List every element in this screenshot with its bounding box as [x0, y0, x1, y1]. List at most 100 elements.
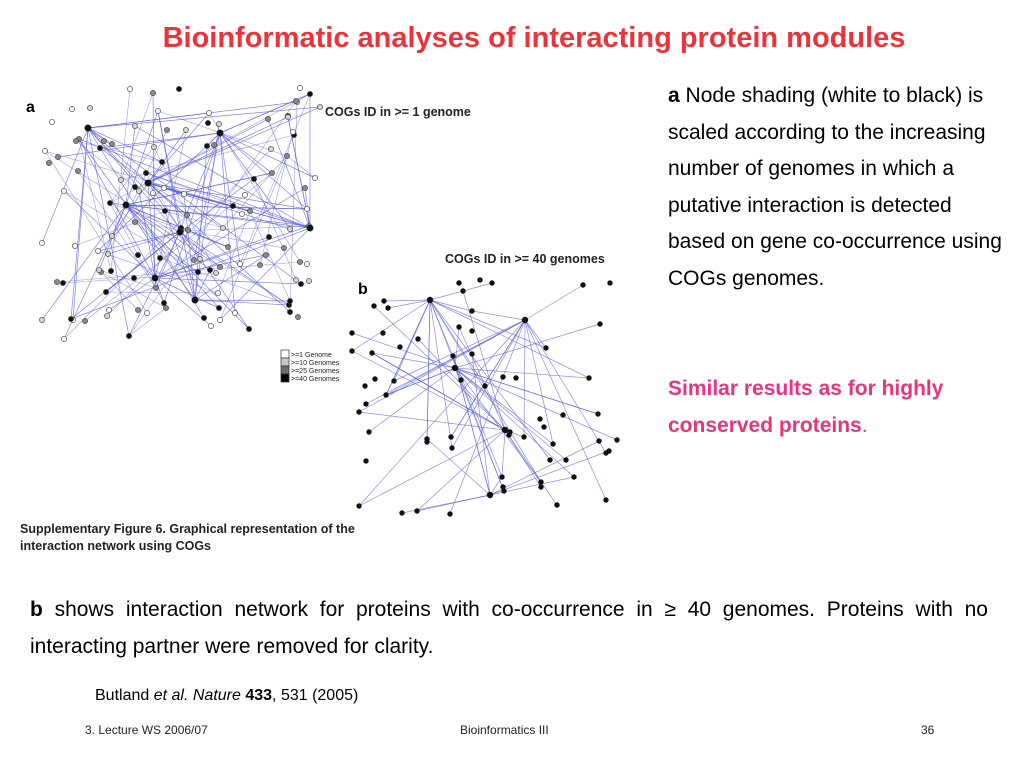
- network-b-edge: [524, 319, 547, 349]
- network-a-edge: [109, 202, 199, 273]
- network-a-node: [239, 211, 245, 217]
- network-a-edge: [128, 231, 181, 337]
- network-b-edge: [417, 338, 506, 431]
- network-a-node: [287, 309, 293, 315]
- network-b-node: [596, 438, 602, 444]
- network-a-edge: [70, 227, 311, 320]
- network-a-node: [109, 141, 115, 147]
- network-b-hub: [521, 316, 529, 324]
- network-b-node: [469, 328, 475, 334]
- network-a-edge: [77, 170, 157, 289]
- network-a-node: [217, 264, 223, 270]
- network-a-edge: [111, 182, 149, 237]
- network-a-edge: [153, 146, 217, 274]
- network-a-edge: [87, 127, 205, 319]
- network-b-node: [537, 416, 543, 422]
- network-a-edge: [154, 277, 165, 304]
- network-a-node: [293, 277, 299, 283]
- network-b-edge: [454, 367, 542, 483]
- network-a-edge: [219, 132, 273, 174]
- network-a-edge: [155, 132, 221, 289]
- network-a-node: [61, 336, 67, 342]
- network-b-edge: [429, 299, 473, 312]
- network-a-edge: [253, 178, 297, 281]
- network-a-node: [73, 138, 79, 144]
- network-a-edge: [219, 227, 311, 321]
- network-b-node: [460, 288, 466, 294]
- network-b-edge: [454, 367, 575, 478]
- network-b-edge: [351, 299, 431, 352]
- network-b-node: [366, 429, 372, 435]
- network-a-node: [284, 153, 290, 159]
- network-a-edge: [78, 138, 112, 272]
- network-a-node: [302, 185, 308, 191]
- legend-label-25: >=25 Genomes: [291, 368, 340, 375]
- network-b-node: [469, 308, 475, 314]
- network-b-node: [456, 280, 462, 286]
- network-a-edge: [72, 127, 89, 321]
- network-b-edge: [504, 429, 542, 488]
- network-a-node: [132, 184, 138, 190]
- network-a-edge: [41, 127, 89, 244]
- network-b-hub: [501, 426, 509, 434]
- network-a-node: [297, 85, 303, 91]
- network-a-node: [42, 148, 48, 154]
- network-b-nodes: [349, 277, 620, 517]
- network-a-edge: [87, 127, 163, 163]
- network-a-node: [136, 188, 142, 194]
- slide-title: Bioinformatic analyses of interacting pr…: [162, 22, 906, 54]
- legend-swatch-1: [280, 349, 290, 359]
- network-b-edge: [454, 367, 618, 441]
- network-b-edge: [351, 332, 456, 369]
- network-a-node: [109, 233, 115, 239]
- network-b-edge: [429, 299, 542, 483]
- figure-caption: Supplementary Figure 6. Graphical repres…: [20, 521, 440, 555]
- network-b-node: [381, 298, 387, 304]
- network-b-node: [399, 510, 405, 516]
- citation: Butland et al. Nature 433, 531 (2005): [95, 687, 358, 705]
- network-b-node: [563, 457, 569, 463]
- network-a-edge: [134, 221, 285, 249]
- network-a-edge: [179, 231, 290, 306]
- network-a-node: [127, 86, 133, 92]
- network-b-node: [513, 375, 519, 381]
- network-a-edge: [128, 307, 167, 337]
- network-a-edge: [84, 172, 273, 322]
- network-b-edge: [429, 299, 590, 379]
- network-b-node: [499, 474, 505, 480]
- description-b: b shows interaction network for proteins…: [30, 592, 988, 665]
- network-a-node: [304, 261, 310, 267]
- network-a-node: [268, 146, 274, 152]
- network-a-edge: [125, 204, 221, 268]
- network-a-hub: [306, 224, 314, 232]
- network-a-edge: [105, 291, 219, 294]
- network-a-edge: [180, 225, 310, 232]
- network-a-node: [312, 175, 318, 181]
- network-a-edge: [164, 210, 196, 301]
- network-a-node: [126, 333, 132, 339]
- network-a-edge: [87, 127, 291, 313]
- network-b-node: [449, 445, 455, 451]
- network-a-node: [60, 280, 66, 286]
- description-b-text: shows interaction network for proteins w…: [30, 598, 988, 658]
- network-b-node: [477, 277, 483, 283]
- network-b-node: [372, 376, 378, 382]
- network-a-node: [232, 310, 238, 316]
- panel-b-letter: b: [358, 281, 368, 298]
- network-a-node: [306, 278, 312, 284]
- network-b-edge: [458, 326, 506, 431]
- network-a-node: [298, 281, 304, 287]
- footer-course: Bioinformatics III: [460, 723, 549, 737]
- network-a-node: [55, 154, 61, 160]
- network-a-edge: [74, 210, 166, 247]
- citation-author: Butland: [95, 687, 150, 704]
- network-a-node: [297, 259, 303, 265]
- network-b-node: [521, 434, 527, 440]
- network-b-edge: [501, 429, 506, 478]
- network-b-edge: [471, 310, 526, 321]
- network-b-node: [607, 280, 613, 286]
- network-a-node: [96, 267, 102, 273]
- network-a-edge: [87, 101, 298, 129]
- network-b-edge: [524, 319, 554, 445]
- network-b-node: [363, 458, 369, 464]
